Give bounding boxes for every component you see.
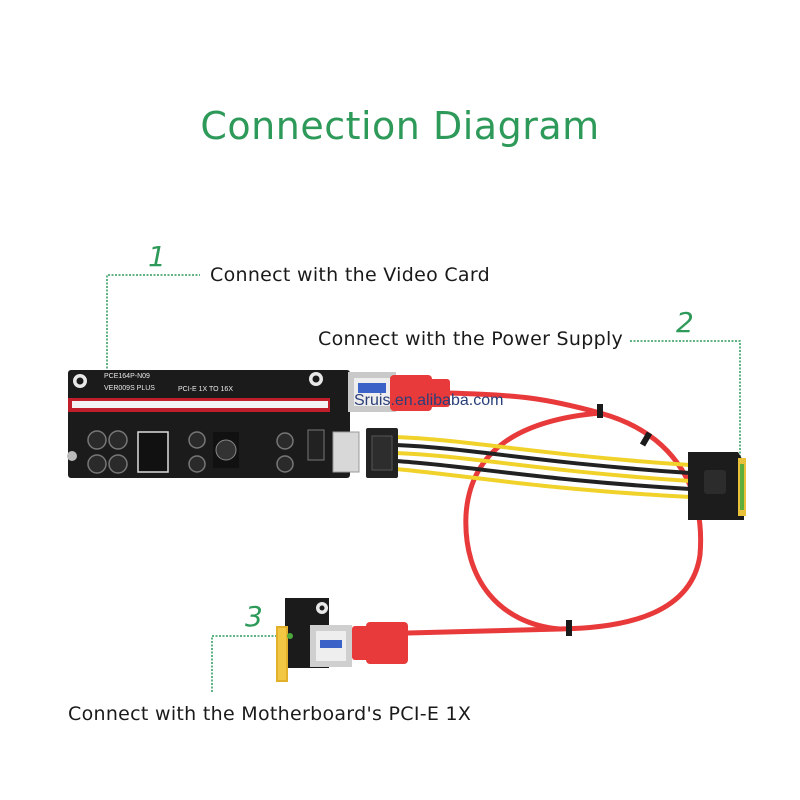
usb-plug-adapter-side [352,622,408,664]
board-model-label: PCE164P-N09 [104,373,150,380]
board-version-label: VER009S PLUS [104,385,155,392]
callout-label-power-supply: Connect with the Power Supply [318,328,623,350]
board-desc-label: PCI-E 1X TO 16X [178,386,233,393]
callout-number-3: 3 [245,600,263,633]
callout-label-motherboard: Connect with the Motherboard's PCI-E 1X [68,703,471,725]
callout-label-video-card: Connect with the Video Card [210,264,490,286]
leader-line-3 [212,636,282,692]
sata-power-connector [688,452,746,520]
usb-cable [408,393,701,633]
callout-number-1: 1 [148,240,166,273]
power-cable [396,437,690,497]
callout-number-2: 2 [676,306,694,339]
cable-clips [566,404,652,636]
pcie-1x-adapter [276,598,352,682]
watermark: Sruis.en.alibaba.com [354,392,503,410]
leader-line-2 [630,341,740,464]
